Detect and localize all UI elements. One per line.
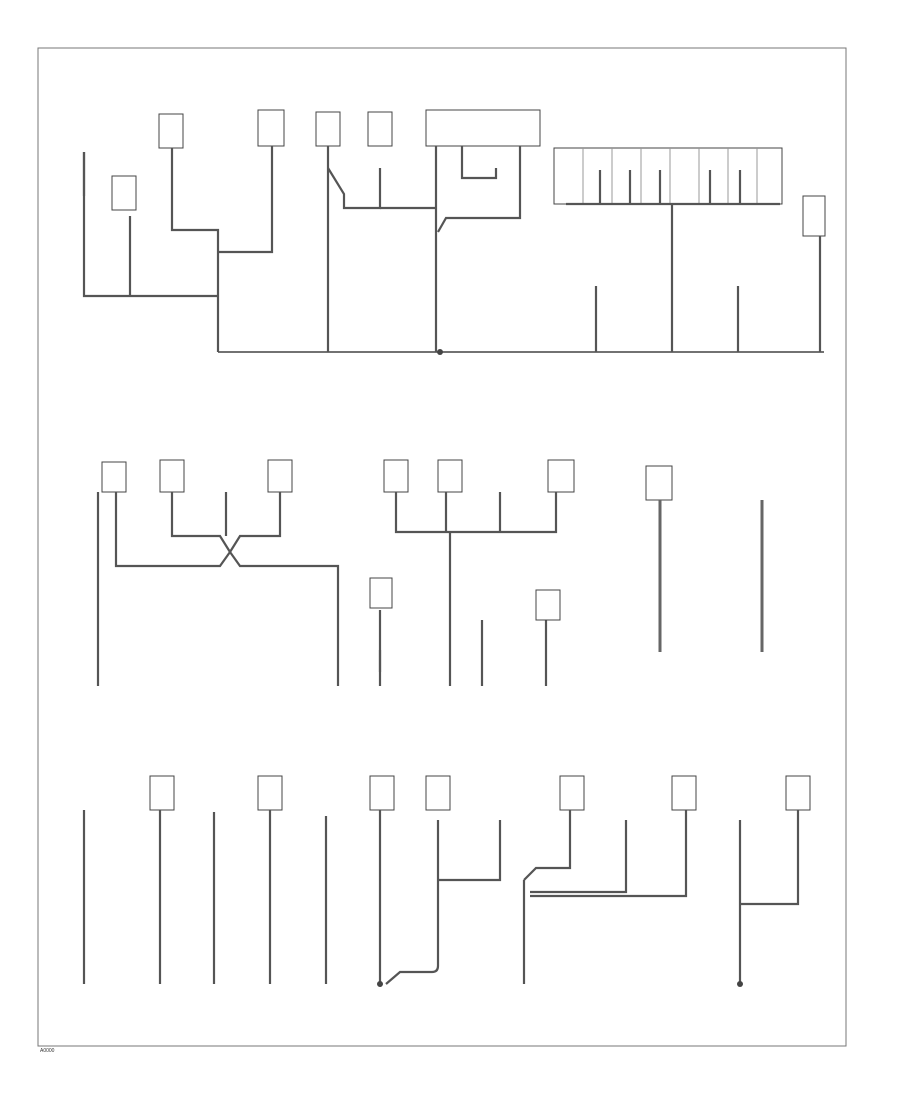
component-box: [267, 459, 293, 493]
component-box: [369, 577, 393, 609]
wire-black: [327, 167, 382, 210]
wire-black: [460, 146, 498, 180]
component-box: [785, 775, 811, 811]
ground-point-g101: [437, 349, 443, 355]
component-box: [383, 459, 409, 493]
component-box: [535, 589, 561, 621]
component-box: [369, 775, 395, 811]
component-box: [425, 109, 541, 147]
component-box: [671, 775, 697, 811]
wire-black: [740, 810, 800, 906]
section-3: [82, 775, 811, 987]
component-box: [547, 459, 575, 493]
wire-black: [170, 148, 220, 352]
ground-point-g301: [377, 981, 383, 987]
section-2: [96, 459, 764, 686]
wire-yellow-a: [82, 152, 218, 298]
wire-black: [394, 492, 558, 534]
wire-black: [170, 492, 282, 555]
component-box: [149, 775, 175, 811]
wire-yellow-b: [218, 146, 274, 254]
connector-block: [553, 147, 783, 205]
component-box: [425, 775, 451, 811]
wire-brown-c: [437, 146, 522, 233]
wire-black: [530, 820, 628, 894]
component-box: [315, 111, 341, 147]
component-box: [802, 195, 826, 237]
component-box: [159, 459, 185, 493]
diagram-frame: [37, 47, 847, 1047]
wire-black: [438, 820, 502, 882]
page-id: A0000: [40, 1048, 55, 1054]
component-box: [559, 775, 585, 811]
component-box: [111, 175, 137, 211]
component-box: [645, 465, 673, 501]
component-box: [158, 113, 184, 149]
wire-black: [530, 810, 688, 898]
component-box: [257, 775, 283, 811]
section-1: [82, 109, 826, 355]
component-box: [367, 111, 393, 147]
component-box: [437, 459, 463, 493]
wire-black: [523, 810, 572, 881]
component-box: [257, 109, 285, 147]
ground-point-g302: [737, 981, 743, 987]
wire-black: [385, 856, 440, 985]
component-box: [101, 461, 127, 493]
